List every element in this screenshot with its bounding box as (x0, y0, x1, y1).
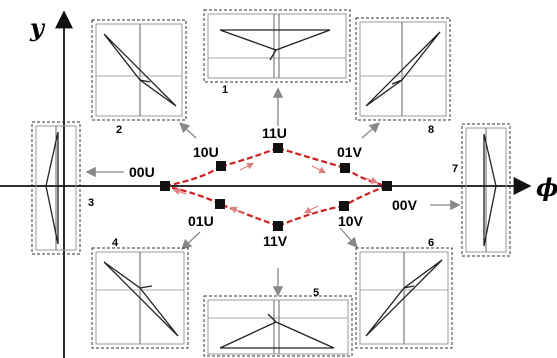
node-00U (160, 181, 170, 191)
state-label-11V: 11V (263, 233, 288, 249)
node-00V (382, 181, 392, 191)
dir-arrow (311, 165, 327, 174)
node-10V (339, 201, 349, 211)
node-01V (340, 163, 350, 173)
dir-arrow (303, 205, 319, 214)
panel-8 (355, 17, 451, 121)
panel-2-frame (91, 19, 187, 121)
dir-arrow (229, 206, 245, 215)
state-label-10U: 10U (193, 144, 219, 160)
panel-number-8: 8 (428, 124, 434, 136)
panel-number-2: 2 (116, 124, 122, 136)
x-axis-label: ϕ (536, 173, 557, 202)
panel-2 (91, 19, 187, 121)
panel-3-mechanism (45, 131, 62, 245)
panels (31, 9, 511, 357)
path-00U-10U (164, 165, 222, 188)
node-11U (273, 143, 283, 153)
arrow-to-panel-2 (179, 122, 197, 139)
node-10U (216, 161, 226, 171)
panel-1-mechanism (219, 29, 331, 61)
panel-3 (31, 121, 81, 255)
state-label-00V: 00V (392, 197, 418, 213)
panel-8-mechanism (365, 31, 441, 107)
arrow-to-panel-6 (339, 227, 358, 248)
arrow-to-panel-4 (181, 231, 201, 250)
path-01U-00U (164, 184, 221, 205)
panel-4 (91, 247, 189, 349)
panel-6-mechanism (365, 259, 443, 337)
panel-5-inner (207, 299, 349, 355)
state-label-10V: 10V (338, 213, 364, 229)
dir-arrow (172, 188, 187, 196)
panel-8-frame (355, 17, 451, 121)
state-label-00U: 00U (129, 164, 155, 180)
y-axis-label: y (29, 13, 46, 42)
panel-4-frame (91, 247, 189, 349)
state-label-01V: 01V (337, 144, 363, 160)
panel-6 (355, 247, 453, 349)
panel-5 (203, 295, 353, 357)
panel-6-frame (355, 247, 453, 349)
node-01U (215, 199, 225, 209)
gray-arrows (85, 87, 461, 297)
panel-1 (203, 9, 351, 83)
panel-number-7: 7 (452, 163, 458, 175)
panel-8-inner (359, 21, 447, 117)
path-00V-10V (343, 184, 388, 207)
panel-1-frame (203, 9, 351, 83)
path-11U-01V (277, 146, 346, 170)
panel-number-1: 1 (222, 84, 228, 96)
state-label-11U: 11U (262, 125, 287, 141)
panel-1-inner (207, 13, 347, 79)
path-01V-00V (344, 167, 388, 188)
path-11V-01U (219, 202, 279, 228)
panel-7-mechanism (478, 133, 497, 247)
panel-2-mechanism (103, 33, 177, 107)
dir-arrow (239, 162, 255, 171)
panel-number-5: 5 (313, 287, 319, 299)
state-label-01U: 01U (188, 213, 214, 229)
node-11V (273, 221, 283, 231)
panel-5-frame (203, 295, 353, 357)
panel-2-inner (95, 23, 183, 117)
path-10U-11U (220, 146, 279, 168)
arrow-to-panel-8 (361, 122, 380, 139)
panel-number-4: 4 (112, 237, 119, 249)
panel-5-mechanism (219, 313, 335, 349)
panel-number-6: 6 (428, 237, 434, 249)
panel-number-3: 3 (88, 197, 94, 209)
panel-7 (461, 123, 511, 257)
state-nodes (160, 143, 392, 231)
panel-4-mechanism (103, 261, 179, 337)
dir-arrow (364, 176, 379, 184)
direction-arrows (172, 162, 379, 215)
